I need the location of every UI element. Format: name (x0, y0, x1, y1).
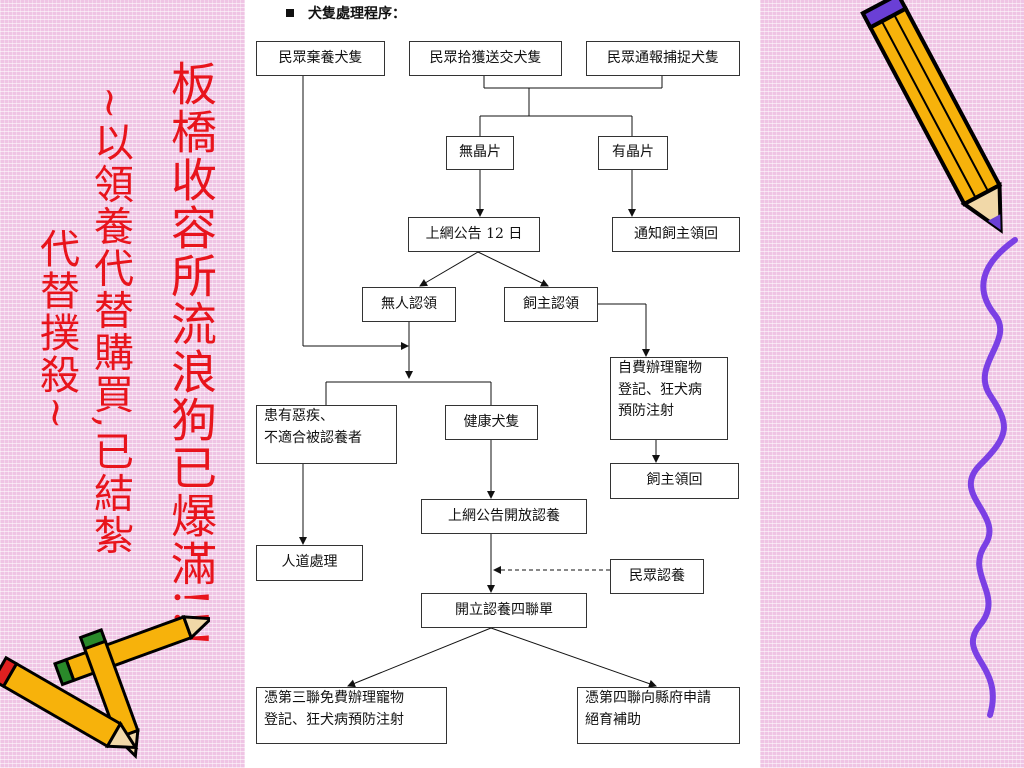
subsidy-line2: 絕育補助 (585, 711, 641, 728)
box-no-chip: 無晶片 (446, 136, 514, 170)
box-sick: 患有惡疾、 不適合被認養者 (256, 405, 397, 464)
free-reg-line2: 登記、狂犬病預防注射 (264, 711, 404, 728)
free-reg-line1: 憑第三聯免費辦理寵物 (264, 690, 404, 706)
box-notify-owner: 通知飼主領回 (612, 217, 740, 252)
box-healthy: 健康犬隻 (445, 405, 538, 440)
slide-title: 板橋收容所流浪狗已爆滿!!! (164, 60, 218, 650)
slide-subtitle-line2: 代替撲殺~ (33, 228, 79, 432)
sick-line2: 不適合被認養者 (264, 429, 362, 446)
sick-line1: 患有惡疾、 (264, 408, 334, 424)
box-reported: 民眾通報捕捉犬隻 (586, 41, 740, 76)
box-found: 民眾拾獲送交犬隻 (409, 41, 562, 76)
box-adoption-form: 開立認養四聯單 (421, 593, 587, 628)
box-has-chip: 有晶片 (598, 136, 668, 170)
box-free-registration: 憑第三聯免費辦理寵物 登記、狂犬病預防注射 (256, 687, 447, 744)
flowchart-heading: 犬隻處理程序： (286, 3, 406, 23)
box-public-adopt: 民眾認養 (610, 559, 704, 594)
pencil-icon (860, 0, 1003, 234)
box-euthanasia: 人道處理 (256, 545, 363, 581)
box-announce: 上網公告 12 日 (408, 217, 540, 252)
box-self-pay: 自費辦理寵物 登記、狂犬病 預防注射 (610, 357, 728, 440)
box-owner-retrieves: 飼主領回 (610, 463, 739, 499)
self-pay-line3: 預防注射 (618, 403, 674, 420)
box-abandoned: 民眾棄養犬隻 (256, 41, 385, 76)
subsidy-line1: 憑第四聯向縣府申請 (585, 690, 711, 706)
box-unclaimed: 無人認領 (362, 287, 456, 322)
bullet-icon (286, 9, 294, 17)
pencil-pair-icon (0, 615, 210, 760)
box-owner-claims: 飼主認領 (504, 287, 598, 322)
flowchart-heading-text: 犬隻處理程序： (308, 6, 406, 22)
box-open-adoption: 上網公告開放認養 (421, 499, 587, 534)
squiggle-line-icon (967, 237, 1018, 718)
box-subsidy: 憑第四聯向縣府申請 絕育補助 (577, 687, 740, 744)
slide-subtitle-line1: ~以領養代替購買,已結紮 (87, 86, 133, 557)
self-pay-line2: 登記、狂犬病 (618, 381, 702, 398)
self-pay-line1: 自費辦理寵物 (618, 360, 702, 376)
